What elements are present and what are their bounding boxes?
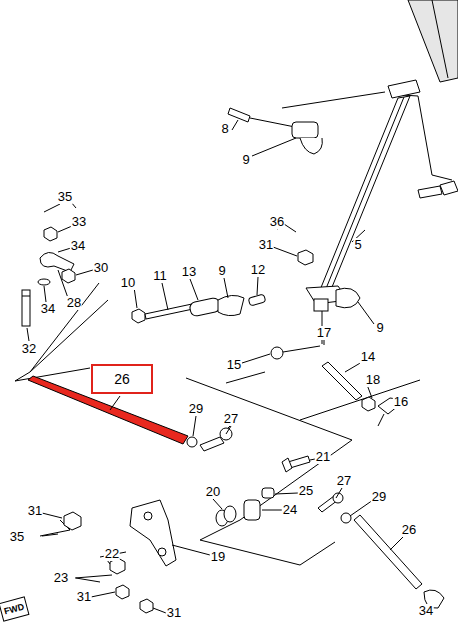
- callout-number: 31: [166, 606, 182, 620]
- callout-number: 27: [336, 474, 352, 488]
- callout-number: 10: [120, 276, 136, 290]
- callout-number: 33: [71, 215, 87, 229]
- callout-number: 9: [217, 264, 226, 278]
- callout-number: 28: [66, 296, 82, 310]
- callout-number: 9: [241, 153, 250, 167]
- callout-number: 15: [226, 358, 242, 372]
- callout-number: 27: [223, 412, 239, 426]
- callout-number: 5: [353, 238, 362, 252]
- callout-number: 23: [53, 571, 69, 585]
- callout-number: 18: [365, 373, 381, 387]
- callout-number: 31: [76, 590, 92, 604]
- callout-number: 16: [393, 395, 409, 409]
- callout-number: 26: [401, 523, 417, 537]
- callout-number: 32: [21, 342, 37, 356]
- callout-number: 36: [269, 215, 285, 229]
- callout-number: 12: [250, 263, 266, 277]
- callout-number: 11: [152, 269, 168, 283]
- callout-number: 34: [70, 239, 86, 253]
- callout-number: 14: [360, 350, 376, 364]
- callout-number: 29: [371, 490, 387, 504]
- callout-number: 35: [57, 190, 73, 204]
- callout-number: 19: [210, 550, 226, 564]
- callout-number: 35: [9, 530, 25, 544]
- callout-number: 34: [40, 302, 56, 316]
- callout-number: 25: [298, 484, 314, 498]
- callout-number: 30: [93, 261, 109, 275]
- callout-number: 17: [316, 326, 332, 340]
- callout-number: 8: [220, 122, 229, 136]
- callout-number: 31: [258, 238, 274, 252]
- callout-number: 20: [205, 485, 221, 499]
- callout-number: 31: [27, 504, 43, 518]
- callout-number: 29: [188, 402, 204, 416]
- highlight-box: 26: [91, 364, 153, 394]
- callout-number: 26: [114, 371, 130, 387]
- callout-number: 13: [181, 265, 197, 279]
- callout-number: 24: [282, 503, 298, 517]
- callout-number: 9: [375, 321, 384, 335]
- callout-number: 22: [104, 547, 120, 561]
- callout-number: 34: [418, 604, 434, 618]
- callout-number: 21: [315, 450, 331, 464]
